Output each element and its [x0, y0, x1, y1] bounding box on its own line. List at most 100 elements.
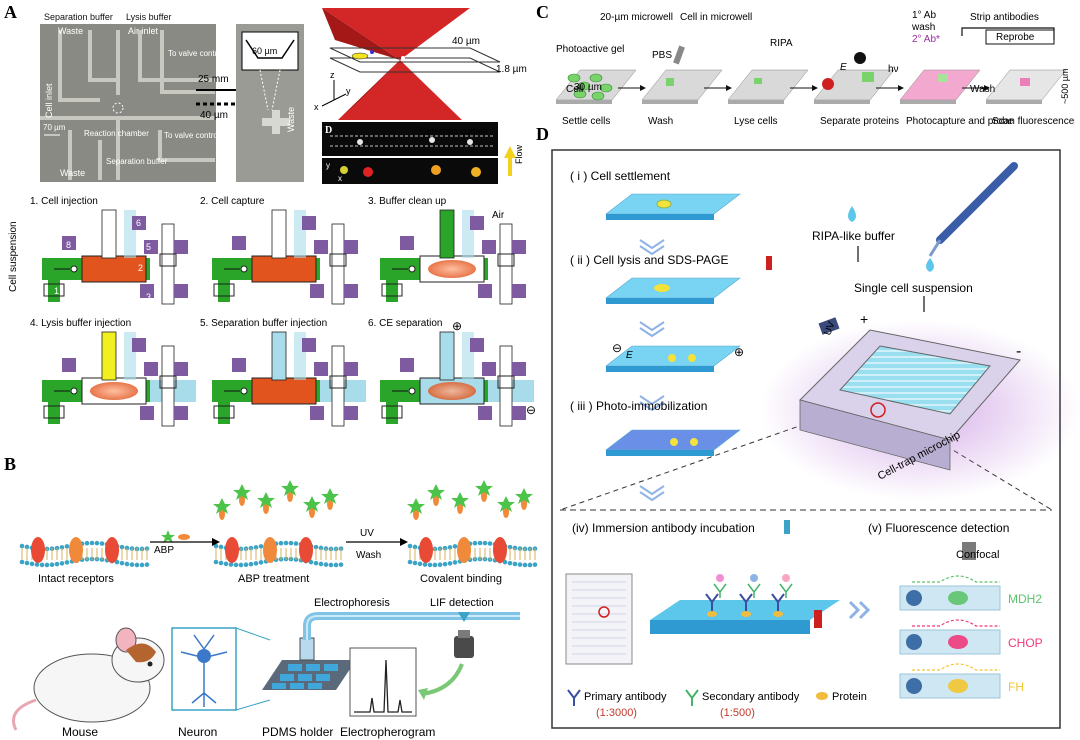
valve-number-6: 6 — [136, 218, 141, 228]
c-reprobe-label: Reprobe — [996, 32, 1035, 43]
protein-strip-chop: CHOP — [899, 619, 1043, 655]
secondary-antibody-icon — [685, 689, 699, 706]
panel-label-a: A — [4, 2, 17, 22]
c-slab-5: Photocapture and probe — [899, 69, 1014, 127]
d-band-4 — [690, 438, 698, 446]
a-label-valve-top: To valve controller — [168, 49, 233, 58]
c-arrowhead-3 — [898, 85, 904, 91]
a-axis-z: z — [330, 70, 335, 80]
c-cell-2 — [589, 73, 603, 83]
b-electropherogram: Electropherogram — [340, 647, 435, 739]
c-photoactive-label: Photoactive gel — [556, 44, 624, 55]
d-band-3 — [670, 438, 678, 446]
protein-name-fh: FH — [1008, 680, 1024, 694]
a-label-waste-bottom: Waste — [60, 168, 85, 178]
c-step-5-label: Photocapture and probe — [906, 116, 1014, 127]
c-ab2-label: 2° Ab* — [912, 34, 940, 45]
ce-plus-symbol: ⊕ — [452, 319, 462, 333]
c-step-1-label: Settle cells — [562, 116, 610, 127]
d-slab-immobilization — [605, 429, 741, 456]
c-slab-2: Wash — [641, 69, 723, 127]
b-electropherogram-label: Electropherogram — [340, 725, 435, 739]
c-step-4-label: Separate proteins — [820, 116, 899, 127]
protein-icon — [816, 692, 828, 700]
d-immersion-chip — [565, 573, 840, 665]
c-dim500-label: ~500 µm — [1060, 69, 1070, 104]
a-dim-40um: 40 µm — [200, 110, 228, 121]
d-cell-2 — [654, 284, 670, 292]
a-label-scale-70: 70 µm — [43, 123, 66, 132]
a-label-lysis-buffer: Lysis buffer — [126, 12, 172, 22]
c-30um-label: 30 µm — [574, 82, 602, 93]
d-step-1-label: ( i ) Cell settlement — [570, 169, 671, 183]
step-5-title: 5. Separation buffer injection — [200, 318, 327, 329]
b-neuron: Neuron — [171, 627, 271, 739]
d-thermometer-1-icon — [814, 610, 822, 628]
protein-strip-mdh2: MDH2 — [899, 575, 1042, 611]
panel-label-d: D — [536, 124, 549, 144]
d-slab-sds — [605, 345, 741, 372]
a-label-valve-bottom: To valve controller — [164, 131, 229, 140]
step-diagram-2: 2. Cell capture — [200, 196, 366, 305]
d-ripa-label: RIPA-like buffer — [812, 229, 895, 243]
c-cell-1 — [577, 81, 591, 91]
a-flow-label: Flow — [514, 144, 524, 164]
b-lif-detection: LIF detection — [430, 597, 494, 609]
step-6-title: 6. CE separation — [368, 318, 443, 329]
b-arrow-uv-head — [400, 538, 408, 546]
step-1-title: 1. Cell injection — [30, 196, 98, 207]
panel-label-b: B — [4, 454, 16, 474]
valve-number-4: 4 — [180, 263, 185, 273]
d-chip-minus: - — [1016, 343, 1021, 360]
valve-number-5: 5 — [146, 242, 151, 252]
c-step-2-label: Wash — [648, 116, 673, 127]
d-uv-label: UV — [822, 320, 837, 337]
c-cell-in-microwell-label: Cell in microwell — [680, 12, 752, 23]
d-legend-primary: Primary antibody — [584, 691, 667, 703]
c-arrowhead-0 — [640, 85, 646, 91]
membrane-intact — [19, 537, 150, 568]
b-covalent-binding: Covalent binding — [420, 573, 502, 585]
b-pdms-holder: PDMS holder — [262, 637, 356, 739]
ce-minus-symbol: ⊖ — [526, 403, 536, 417]
b-pdms-label: PDMS holder — [262, 725, 333, 739]
a-label-reaction-chamber: Reaction chamber — [84, 129, 149, 138]
a-cone-dim-18: 1.8 µm — [496, 64, 527, 75]
c-cell-4 — [573, 89, 587, 99]
a-label-air-inlet: Air inlet — [128, 26, 159, 36]
d-legend-secondary: Secondary antibody — [702, 691, 800, 703]
d-plus-symbol: ⊕ — [734, 345, 744, 359]
panel-a-chip-photo: Separation buffer Lysis buffer Waste Air… — [40, 12, 233, 182]
d-pipette-tip — [928, 239, 942, 257]
c-cell-3 — [599, 83, 613, 93]
protein-strip-fh: FH — [899, 663, 1024, 699]
a-axis-y: y — [346, 86, 351, 96]
a-detection-inset: D Detection curtain Flow y x — [322, 122, 524, 184]
c-ripa-label: RIPA — [770, 38, 793, 49]
d-confocal-label: Confocal — [956, 549, 999, 561]
d-legend-secondary-ratio: (1:500) — [720, 707, 755, 719]
c-minus-electrode-icon — [854, 52, 866, 64]
c-e-label: E — [840, 62, 847, 73]
c-cell-5 — [591, 91, 605, 101]
b-abp-treatment: ABP treatment — [238, 573, 309, 585]
step-diagram-6: 6. CE separation ⊕ ⊖ — [368, 318, 536, 427]
c-arrowhead-4 — [984, 85, 990, 91]
b-wash: Wash — [356, 550, 381, 561]
a-label-waste-top: Waste — [58, 26, 83, 36]
d-band-2 — [688, 354, 696, 362]
c-arrowhead-2 — [812, 85, 818, 91]
d-cell-trap-chip — [760, 320, 1080, 500]
d-step-3-label: ( iii ) Photo-immobilization — [570, 399, 707, 413]
a-cone-dim-40: 40 µm — [452, 36, 480, 47]
step-2-title: 2. Cell capture — [200, 196, 265, 207]
air-label: Air — [492, 210, 505, 221]
b-mouse-label: Mouse — [62, 725, 98, 739]
a-label-sep-buffer-bottom: Separation buffer — [106, 157, 168, 166]
a-inset-d-label: D — [325, 125, 332, 136]
c-wash-label: Wash — [970, 84, 995, 95]
panel-label-c: C — [536, 2, 549, 22]
